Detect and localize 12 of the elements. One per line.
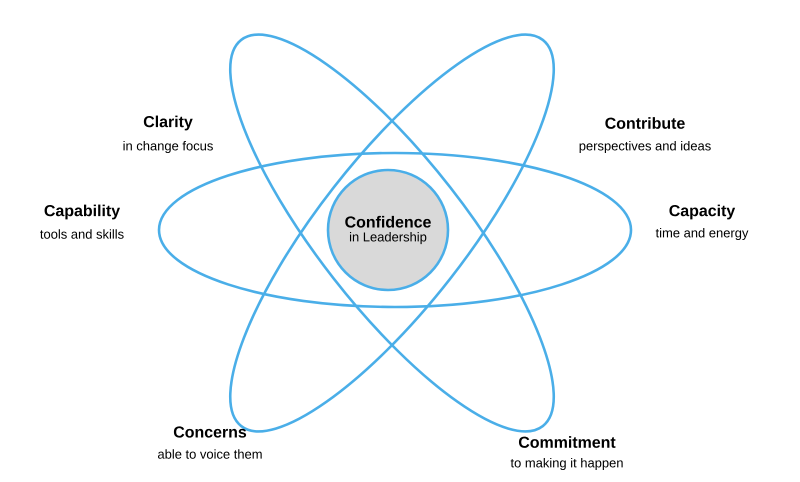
heading-label: Concerns (174, 426, 246, 438)
subtitle-label: able to voice them (158, 449, 262, 459)
heading-label: Capacity (669, 204, 736, 220)
heading-label: Capability (44, 204, 120, 220)
subtitle-label: time and energy (656, 228, 748, 240)
heading-label: Clarity (144, 116, 193, 130)
heading-label: Commitment (518, 436, 616, 448)
subtitle-label: in change focus (124, 140, 213, 154)
subtitle-label: perspectives and ideas (580, 140, 711, 154)
subtitle-label: tools and skills (40, 229, 124, 239)
subtitle-label: to making it happen (510, 458, 623, 470)
heading-label: Contribute (605, 117, 685, 129)
